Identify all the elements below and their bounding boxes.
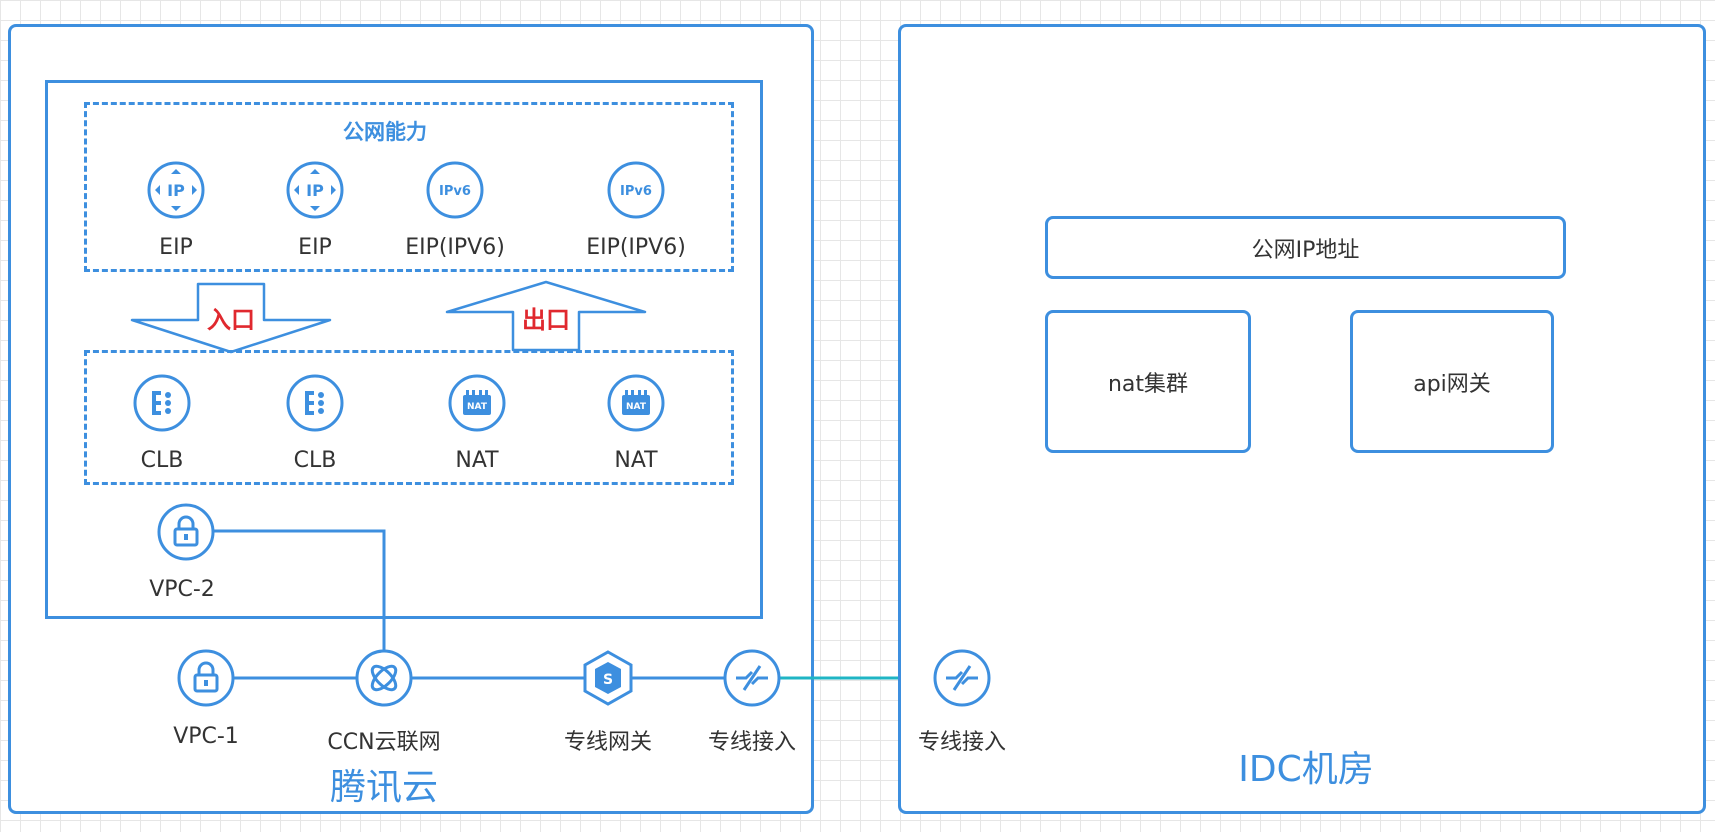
idc-panel — [898, 24, 1706, 814]
eip-icon: IP — [147, 161, 205, 219]
dc-gateway-label: 专线网关 — [563, 730, 652, 755]
eip-label: EIP — [298, 235, 332, 260]
dc-gateway-icon: S — [583, 650, 633, 706]
svg-text:NAT: NAT — [626, 402, 647, 412]
nat-label: NAT — [614, 448, 658, 473]
eip-icon: IP — [286, 161, 344, 219]
idc-title: IDC机房 — [1238, 749, 1374, 790]
svg-text:IPv6: IPv6 — [439, 184, 471, 199]
svg-text:S: S — [603, 672, 613, 688]
inbound-arrow — [130, 282, 332, 354]
nat-cluster-box: nat集群 — [1045, 310, 1251, 453]
ccn-label: CCN云联网 — [327, 730, 441, 755]
idc-dc-access-label: 专线接入 — [917, 730, 1006, 755]
public-ip-box: 公网IP地址 — [1045, 216, 1566, 279]
eip-label: EIP — [159, 235, 193, 260]
svg-text:IPv6: IPv6 — [620, 184, 652, 199]
dc-access-icon — [723, 649, 781, 707]
clb-label: CLB — [140, 448, 184, 473]
public-capability-group — [84, 102, 734, 272]
clb-label: CLB — [293, 448, 337, 473]
clb-icon — [286, 374, 344, 432]
api-gateway-box: api网关 — [1350, 310, 1554, 453]
eip-ipv6-icon: IPv6 — [607, 161, 665, 219]
vpc1-lock-icon — [177, 649, 235, 707]
inbound-label: 入口 — [207, 306, 255, 334]
svg-text:NAT: NAT — [467, 402, 488, 412]
eip-ipv6-icon: IPv6 — [426, 161, 484, 219]
tencent-cloud-title: 腾讯云 — [329, 767, 438, 808]
vpc1-label: VPC-1 — [173, 724, 239, 749]
eip-ipv6-label: EIP(IPV6) — [405, 235, 505, 260]
nat-icon: NAT — [448, 374, 506, 432]
nat-icon: NAT — [607, 374, 665, 432]
clb-icon — [133, 374, 191, 432]
dc-access-label: 专线接入 — [707, 730, 796, 755]
nat-label: NAT — [455, 448, 499, 473]
outbound-label: 出口 — [522, 306, 570, 334]
public-capability-title: 公网能力 — [343, 120, 427, 144]
gateway-group — [84, 350, 734, 485]
ccn-icon — [355, 649, 413, 707]
svg-text:IP: IP — [306, 181, 324, 200]
svg-text:IP: IP — [167, 181, 185, 200]
vpc2-lock-icon — [157, 503, 215, 561]
eip-ipv6-label: EIP(IPV6) — [586, 235, 686, 260]
idc-dc-access-icon — [933, 649, 991, 707]
vpc2-label: VPC-2 — [149, 577, 215, 602]
